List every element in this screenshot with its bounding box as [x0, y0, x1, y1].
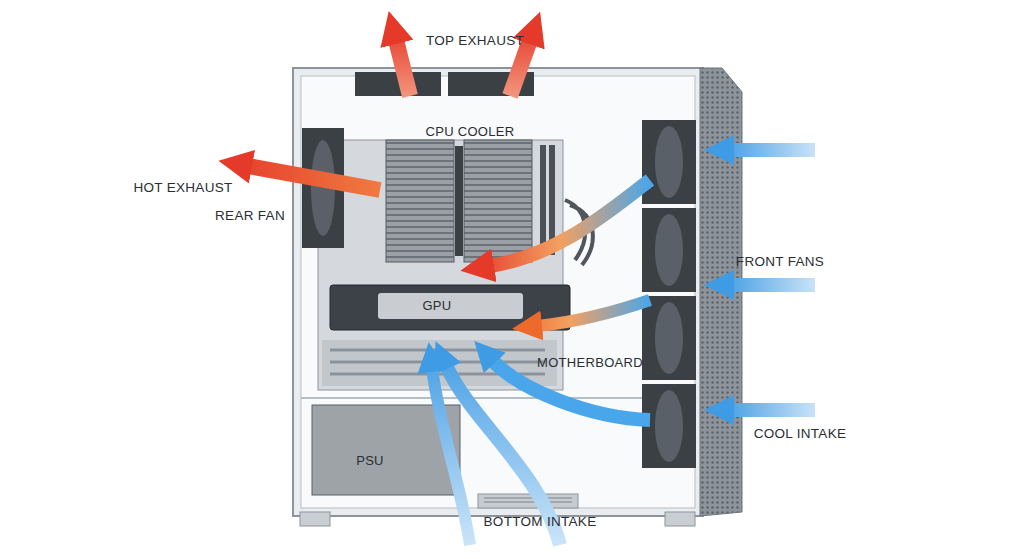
- heatsink-tower: [464, 140, 532, 262]
- bottom-vent: [478, 494, 578, 508]
- exhaust-arrow: [248, 166, 380, 190]
- part-label: REAR FAN: [215, 208, 285, 223]
- cooler-fan: [455, 146, 463, 256]
- airflow-label: TOP EXHAUST: [426, 33, 524, 48]
- fan-blades: [655, 214, 683, 286]
- front-fan: [642, 120, 696, 204]
- part-label: FRONT FANS: [736, 254, 824, 269]
- part-label: GPU: [422, 298, 451, 313]
- fan-blades: [655, 390, 683, 462]
- heatsink-tower: [386, 140, 454, 262]
- part-label: PSU: [356, 453, 384, 468]
- fans: [302, 72, 696, 468]
- front-fan: [642, 208, 696, 292]
- gpu-card: [330, 285, 570, 330]
- gpu-shroud: [378, 293, 523, 319]
- psu: PSU: [312, 405, 460, 495]
- front-fan: [642, 296, 696, 380]
- gpu: GPU: [330, 285, 570, 330]
- bottom-airflow: [432, 368, 470, 545]
- airflow-arrows: [248, 40, 815, 545]
- intake-arrow: [730, 278, 815, 292]
- airflow-label: COOL INTAKE: [754, 426, 847, 441]
- front-fan: [642, 384, 696, 468]
- psu-shroud-line: [301, 397, 695, 399]
- exhaust-arrow: [396, 40, 410, 96]
- vent-slots: [484, 498, 572, 502]
- airflow-label: HOT EXHAUST: [133, 180, 232, 195]
- internal-airflow: [490, 180, 650, 266]
- intake-arrow: [730, 143, 815, 157]
- airflow-label: BOTTOM INTAKE: [484, 514, 597, 529]
- motherboard: MOTHERBOARDCPU COOLERGPU: [318, 140, 563, 390]
- exhaust-arrow: [510, 40, 530, 96]
- case-foot: [300, 512, 330, 526]
- internal-airflow: [538, 300, 650, 326]
- intake-arrow: [730, 403, 815, 417]
- fan-blades: [655, 302, 683, 374]
- ram-stick: [540, 145, 546, 255]
- case-foot: [665, 512, 695, 526]
- part-label: MOTHERBOARD: [537, 355, 643, 370]
- fan-blades: [655, 126, 683, 198]
- part-label: CPU COOLER: [426, 124, 515, 139]
- cpu-cooler: CPU COOLER: [380, 122, 540, 267]
